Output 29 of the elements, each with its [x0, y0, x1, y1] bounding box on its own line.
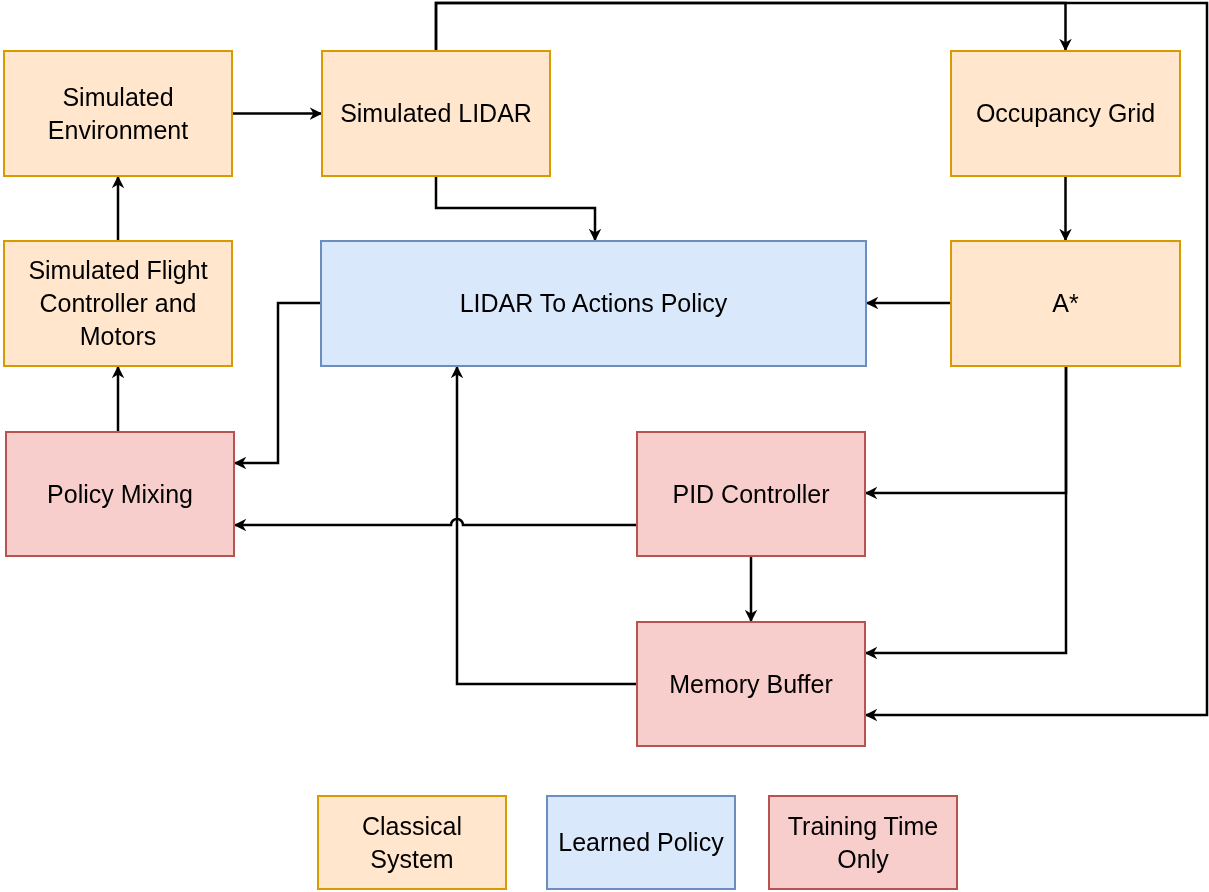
process-box — [636, 431, 866, 557]
box-label: A* — [1052, 288, 1079, 319]
arrow — [111, 365, 125, 431]
arrow — [434, 177, 602, 242]
arrow — [434, 1, 1209, 722]
box-label: Simulated LIDAR — [340, 98, 532, 129]
process-box — [321, 50, 551, 177]
process-box — [3, 240, 233, 367]
legend-label: Training Time Only — [786, 810, 940, 875]
process-box — [950, 50, 1181, 177]
box-label: Occupancy Grid — [975, 98, 1156, 129]
process-box — [320, 240, 867, 367]
process-box — [5, 431, 235, 557]
arrow — [233, 107, 323, 120]
legend-label: Classical System — [361, 810, 463, 875]
legend-label: Learned Policy — [558, 827, 724, 858]
process-box — [636, 621, 866, 747]
box-label: PID Controller — [672, 478, 830, 510]
arrow — [111, 175, 125, 240]
arrow — [744, 557, 758, 623]
arrow — [1059, 177, 1072, 242]
box-label: LIDAR To Actions Policy — [459, 288, 728, 319]
box-label: Policy Mixing — [47, 478, 193, 510]
box-label: Simulated Environment — [46, 81, 190, 146]
box-label: Simulated Flight Controller and Motors — [27, 255, 209, 352]
box-label: Memory Buffer — [669, 668, 833, 700]
arrow — [450, 365, 636, 686]
process-box — [950, 240, 1181, 367]
process-box — [3, 50, 233, 177]
